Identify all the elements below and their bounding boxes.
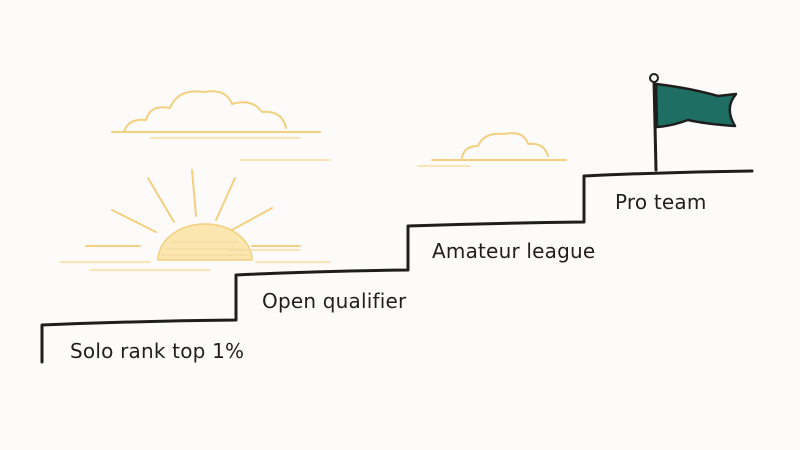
step-label-4: Pro team (615, 190, 707, 214)
flag-cloth (654, 82, 738, 129)
cloud-icon (417, 132, 567, 167)
step-label-1: Solo rank top 1% (70, 339, 244, 363)
step-label-3: Amateur league (432, 239, 595, 263)
staircase-outline (40, 169, 754, 364)
sun-shading (161, 241, 249, 256)
step-label-2: Open qualifier (262, 289, 407, 313)
flag-pole (652, 78, 658, 172)
sun-rays (85, 169, 301, 247)
cloud-icon (111, 90, 321, 139)
horizon-haze (59, 159, 331, 271)
flag-icon (649, 73, 738, 172)
rising-sun-icon (59, 159, 331, 271)
flag-pole-top (649, 73, 659, 83)
